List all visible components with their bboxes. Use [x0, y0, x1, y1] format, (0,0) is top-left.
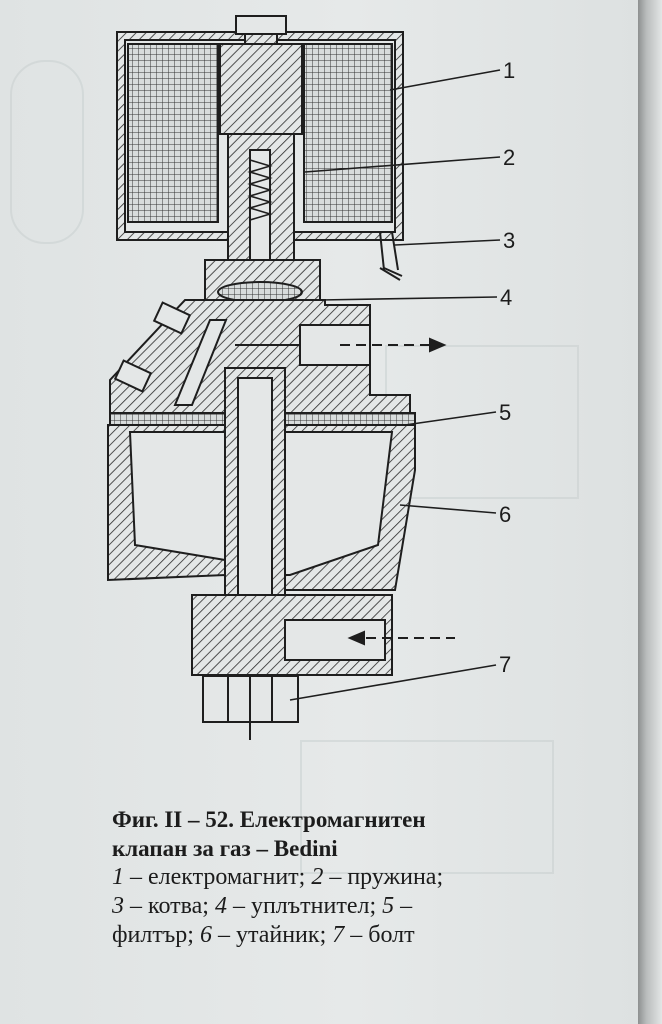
figure-caption: Фиг. II – 52. Електромагнитен клапан за …	[112, 805, 612, 950]
book-gutter	[638, 0, 662, 1024]
legend-number: 7	[332, 922, 345, 948]
legend-text: – болт	[344, 922, 415, 948]
callout-5: 5	[499, 400, 511, 425]
caption-legend-line-3: филтър; 6 – утайник; 7 – болт	[112, 921, 612, 950]
inlet-port	[284, 619, 386, 661]
solenoid-valve-figure: 1 2 3 4 5 6 7	[107, 15, 515, 740]
legend-number: 6	[199, 922, 212, 948]
legend-text: –	[394, 893, 413, 919]
top-screw	[235, 15, 287, 35]
book-page: 1 2 3 4 5 6 7 Фиг. II – 52. Електромагни…	[0, 0, 638, 1024]
core	[219, 43, 303, 135]
callout-2: 2	[503, 145, 515, 170]
legend-text: – уплътнител;	[226, 893, 383, 919]
bleed-through-box	[300, 740, 554, 874]
legend-number: 5	[382, 893, 395, 919]
legend-text: – утайник;	[211, 922, 333, 948]
legend-text: филтър;	[112, 922, 200, 948]
legend-text: – котва;	[124, 893, 215, 919]
callout-7: 7	[499, 652, 511, 677]
coil-left	[127, 43, 219, 223]
callout-3: 3	[503, 228, 515, 253]
legend-number: 1	[112, 864, 124, 890]
legend-text: – електромагнит;	[124, 864, 312, 890]
legend-number: 2	[311, 864, 324, 890]
callout-4: 4	[500, 285, 512, 310]
coil-right	[303, 43, 393, 223]
legend-number: 3	[112, 893, 124, 919]
bleed-through-box	[10, 60, 84, 244]
callout-6: 6	[499, 502, 511, 527]
legend-text: – пружина;	[323, 864, 444, 890]
caption-title-line-1: Фиг. II – 52. Електромагнитен	[112, 807, 426, 832]
legend-number: 4	[214, 893, 227, 919]
caption-title-line-2: клапан за газ – Bedini	[112, 836, 338, 861]
callout-1: 1	[503, 58, 515, 83]
caption-legend-line-1: 1 – електромагнит; 2 – пружина;	[112, 863, 612, 892]
caption-legend-line-2: 3 – котва; 4 – уплътнител; 5 –	[112, 892, 612, 921]
